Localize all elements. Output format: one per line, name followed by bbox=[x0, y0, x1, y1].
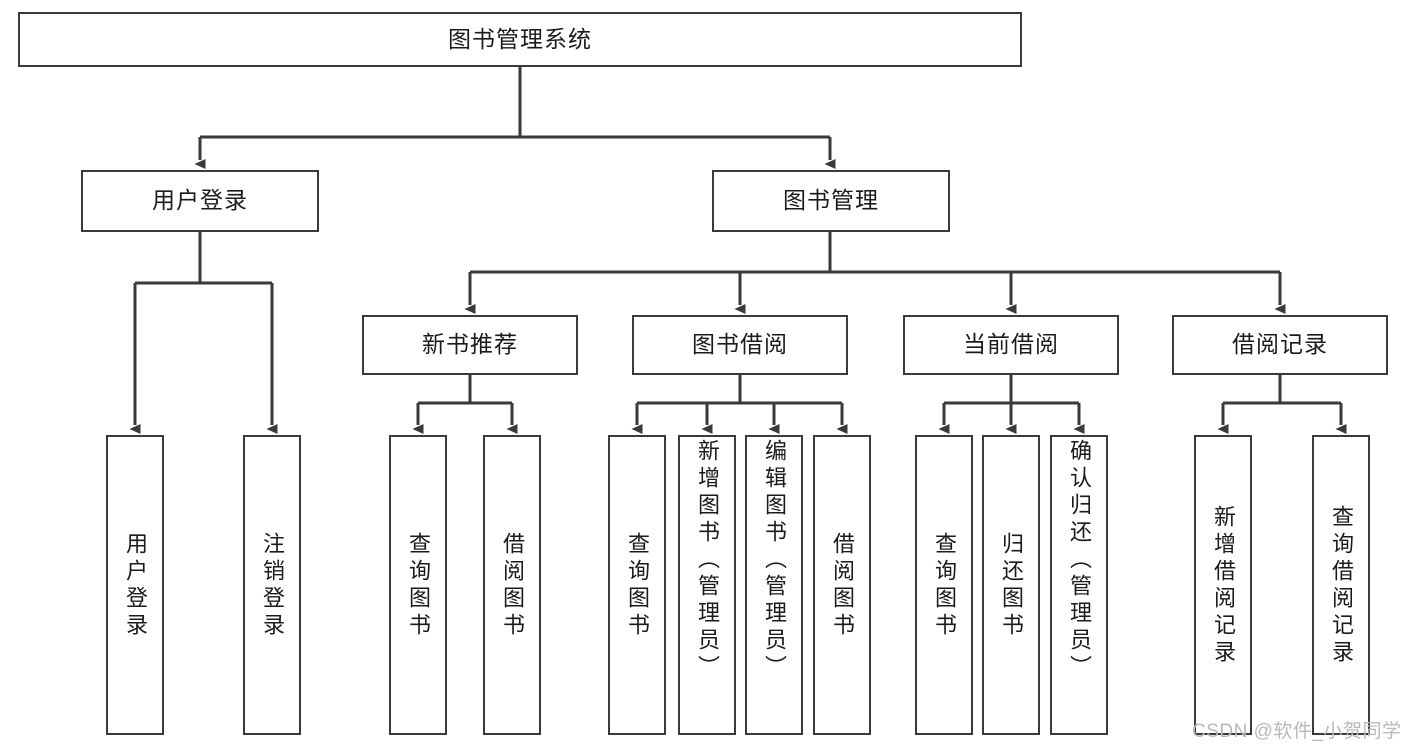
leaf-borrow-books-label: 借阅图书 bbox=[830, 532, 855, 640]
node-root-label: 图书管理系统 bbox=[448, 25, 592, 52]
leaf-user-login[interactable]: 用户登录 bbox=[106, 435, 164, 735]
node-current-borrowing[interactable]: 当前借阅 bbox=[903, 315, 1119, 375]
node-book-management-label: 图书管理 bbox=[783, 187, 879, 214]
leaf-borrow-books[interactable]: 借阅图书 bbox=[813, 435, 871, 735]
node-borrow-records-label: 借阅记录 bbox=[1232, 331, 1328, 358]
leaf-logout-label: 注销登录 bbox=[260, 532, 285, 640]
node-current-borrowing-label: 当前借阅 bbox=[963, 331, 1059, 358]
leaf-add-book-admin[interactable]: 新增图书（管理员） bbox=[678, 435, 736, 735]
node-book-borrowing-label: 图书借阅 bbox=[692, 331, 788, 358]
node-new-book-recommendation-label: 新书推荐 bbox=[422, 331, 518, 358]
leaf-query-books-newbook-label: 查询图书 bbox=[406, 532, 431, 640]
node-borrow-records[interactable]: 借阅记录 bbox=[1172, 315, 1388, 375]
leaf-query-books-borrowing-label: 查询图书 bbox=[625, 532, 650, 640]
leaf-query-borrow-record[interactable]: 查询借阅记录 bbox=[1312, 435, 1370, 735]
leaf-add-book-admin-label: 新增图书（管理员） bbox=[695, 439, 720, 682]
leaf-query-borrow-record-label: 查询借阅记录 bbox=[1329, 505, 1354, 667]
leaf-confirm-return-admin-label: 确认归还（管理员） bbox=[1067, 439, 1092, 682]
leaf-logout[interactable]: 注销登录 bbox=[243, 435, 301, 735]
leaf-borrow-books-newbook[interactable]: 借阅图书 bbox=[483, 435, 541, 735]
node-book-borrowing[interactable]: 图书借阅 bbox=[632, 315, 848, 375]
leaf-edit-book-admin-label: 编辑图书（管理员） bbox=[762, 439, 787, 682]
node-user-login-label: 用户登录 bbox=[152, 187, 248, 214]
leaf-query-books-current-label: 查询图书 bbox=[932, 532, 957, 640]
leaf-borrow-books-newbook-label: 借阅图书 bbox=[500, 532, 525, 640]
node-book-management[interactable]: 图书管理 bbox=[712, 170, 950, 232]
leaf-query-books-current[interactable]: 查询图书 bbox=[915, 435, 973, 735]
watermark-csdn: CSDN @软件_小贺同学 bbox=[1192, 721, 1402, 742]
leaf-confirm-return-admin[interactable]: 确认归还（管理员） bbox=[1050, 435, 1108, 735]
node-user-login[interactable]: 用户登录 bbox=[81, 170, 319, 232]
leaf-edit-book-admin[interactable]: 编辑图书（管理员） bbox=[745, 435, 803, 735]
leaf-return-books[interactable]: 归还图书 bbox=[982, 435, 1040, 735]
leaf-query-books-newbook[interactable]: 查询图书 bbox=[389, 435, 447, 735]
leaf-add-borrow-record[interactable]: 新增借阅记录 bbox=[1194, 435, 1252, 735]
leaf-return-books-label: 归还图书 bbox=[999, 532, 1024, 640]
leaf-user-login-label: 用户登录 bbox=[123, 532, 148, 640]
leaf-query-books-borrowing[interactable]: 查询图书 bbox=[608, 435, 666, 735]
node-root[interactable]: 图书管理系统 bbox=[18, 12, 1022, 67]
leaf-add-borrow-record-label: 新增借阅记录 bbox=[1211, 505, 1236, 667]
node-new-book-recommendation[interactable]: 新书推荐 bbox=[362, 315, 578, 375]
